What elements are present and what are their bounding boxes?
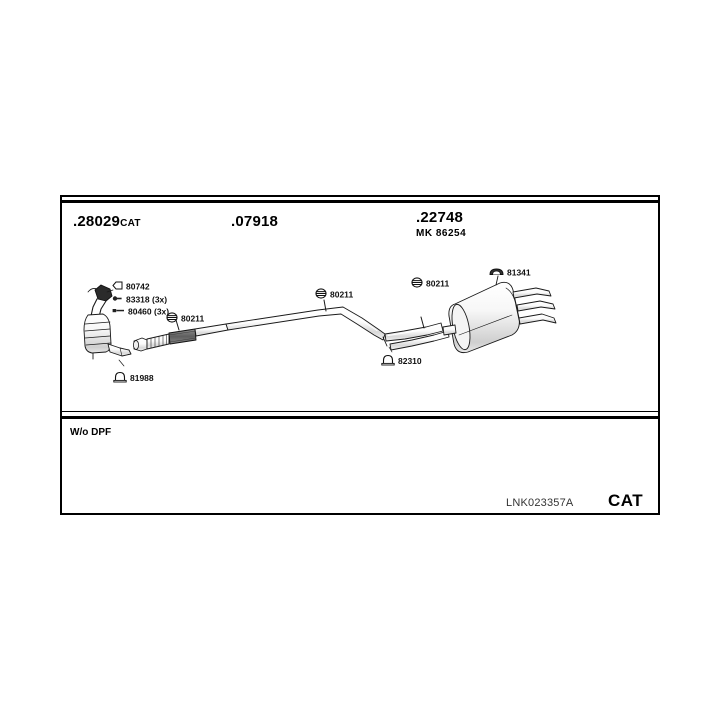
callout-82310-label: 82310 — [398, 356, 422, 366]
bolt-icon — [112, 294, 123, 306]
column-header-middle: .07918 — [231, 213, 278, 231]
callout-80211-right-label: 80211 — [426, 278, 450, 289]
u-bolt-clamp-icon — [381, 354, 395, 369]
callout-83318-label: 83318 (3x) — [126, 294, 168, 305]
callout-80211-right[interactable]: 80211 — [411, 277, 449, 291]
brand-label: CAT — [608, 491, 644, 510]
drawing-code: LNK023357A — [506, 497, 574, 509]
callout-81341[interactable]: 81341 — [489, 267, 531, 279]
rubber-mount-icon — [166, 312, 178, 326]
rubber-mount-icon — [315, 288, 327, 302]
callout-81341-label: 81341 — [507, 267, 531, 278]
part-group-number-left: .28029 — [73, 213, 121, 230]
callout-80742[interactable]: 80742 — [112, 281, 150, 293]
frame-divider-thick — [62, 416, 658, 419]
callout-80460[interactable]: 80460 (3x) — [112, 306, 169, 318]
callout-80211-left[interactable]: 80211 — [166, 312, 204, 326]
part-group-number-right: .22748 — [416, 209, 464, 226]
part-group-suffix-left: CAT — [120, 218, 141, 229]
hanger-strap-icon — [489, 267, 504, 279]
frame-top-rule — [62, 200, 658, 203]
callout-81988[interactable]: 81988 — [113, 371, 154, 386]
callout-80211-left-label: 80211 — [181, 313, 205, 324]
callout-80211-middle-label: 80211 — [330, 289, 354, 300]
diagram-frame — [60, 195, 660, 515]
callout-80460-label: 80460 (3x) — [128, 306, 170, 317]
part-group-number-middle: .07918 — [231, 213, 279, 230]
stud-nut-icon — [112, 306, 125, 318]
callout-81988-label: 81988 — [130, 373, 154, 383]
callout-83318[interactable]: 83318 (3x) — [112, 294, 167, 306]
note-without-dpf: W/o DPF — [70, 427, 112, 438]
callout-82310[interactable]: 82310 — [381, 354, 422, 369]
gasket-icon — [112, 281, 123, 293]
rubber-mount-icon — [411, 277, 423, 291]
callout-80211-middle[interactable]: 80211 — [315, 288, 353, 302]
column-header-left: .28029CAT — [73, 213, 141, 231]
frame-divider-thin — [62, 411, 658, 412]
part-group-sub-right: MK 86254 — [416, 228, 467, 239]
u-bolt-clamp-icon — [113, 371, 127, 386]
callout-80742-label: 80742 — [126, 281, 150, 292]
column-header-right: .22748 MK 86254 — [416, 209, 466, 239]
